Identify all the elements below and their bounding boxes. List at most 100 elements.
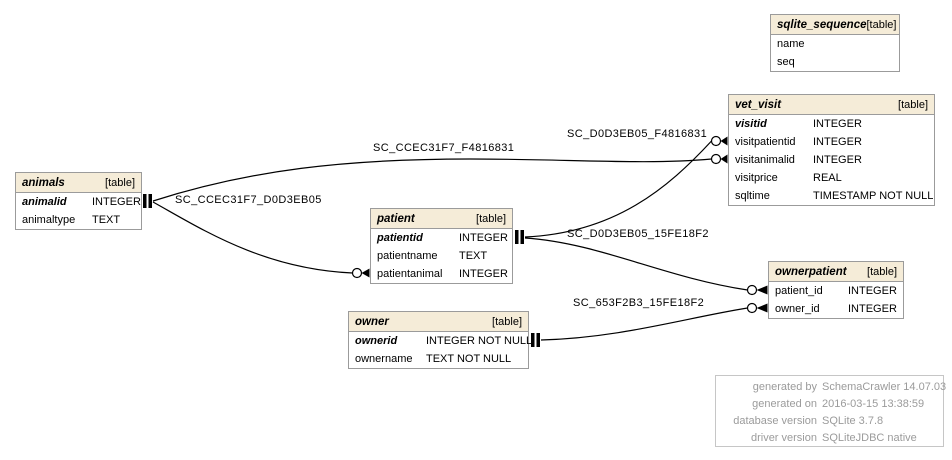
fk-edge-owner-ownerpatient: SC_653F2B3_15FE18F2 [540,297,768,341]
many-end-arrow-icon [361,268,370,278]
table-header: animals [table] [16,173,141,193]
info-value: SQLite 3.7.8 [822,414,884,427]
column-type: INTEGER [459,268,508,280]
many-end-arrow-icon [720,154,728,164]
table-title: sqlite_sequence [777,18,867,31]
info-value: SchemaCrawler 14.07.03 [822,380,947,393]
info-row: generated on 2016-03-15 13:38:59 [716,395,943,412]
many-end-circle [710,153,722,165]
table-header: patient [table] [371,209,512,229]
table-title: ownerpatient [775,265,847,278]
table-header: sqlite_sequence [table] [771,15,899,35]
many-end-arrow-icon [720,136,728,146]
column-type: INTEGER [848,303,897,315]
column-row: owner_id INTEGER [769,300,903,318]
column-type: INTEGER [813,136,862,148]
table-header: ownerpatient [table] [769,262,903,282]
column-type: REAL [813,172,842,184]
info-row: driver version SQLiteJDBC native [716,429,943,446]
table-patient: patient [table] patientid INTEGER patien… [370,208,513,284]
table-type-badge: [table] [476,212,506,225]
table-title: patient [377,212,415,225]
table-header: owner [table] [349,312,528,332]
column-row: visitid INTEGER [729,115,934,133]
table-header: vet_visit [table] [729,95,934,115]
column-name: visitprice [735,172,778,184]
table-title: vet_visit [735,98,782,111]
table-type-badge: [table] [898,98,928,111]
column-row: ownername TEXT NOT NULL [349,350,528,368]
info-label: generated by [752,380,817,393]
column-type: INTEGER NOT NULL [426,335,533,347]
column-row: patientanimal INTEGER [371,265,512,283]
column-row: animaltype TEXT [16,211,141,229]
many-end-circle [746,302,758,314]
column-row: patientname TEXT [371,247,512,265]
table-animals: animals [table] animalid INTEGER animalt… [15,172,142,230]
column-row: seq [771,53,899,71]
column-name: visitpatientid [735,136,796,148]
edge-label: SC_D0D3EB05_15FE18F2 [567,228,709,240]
one-end-connector-owner [531,333,540,347]
column-name: animalid [22,196,67,208]
info-label: generated on [752,397,817,410]
column-row: patientid INTEGER [371,229,512,247]
info-value: SQLiteJDBC native [822,431,917,444]
column-type: INTEGER [459,232,508,244]
info-value: 2016-03-15 13:38:59 [822,397,925,410]
edge-label: SC_D0D3EB05_F4816831 [567,128,707,140]
fk-edge-patient-vet_visit: SC_D0D3EB05_F4816831 [524,128,728,238]
edge-label: SC_CCEC31F7_F4816831 [373,142,514,154]
table-type-badge: [table] [866,18,897,31]
fk-edge-patient-ownerpatient: SC_D0D3EB05_15FE18F2 [524,228,768,296]
many-end-circle [351,267,363,279]
one-end-connector-animals [143,194,152,208]
column-row: visitanimalid INTEGER [729,151,934,169]
info-label: driver version [750,431,817,444]
column-row: visitpatientid INTEGER [729,133,934,151]
info-row: database version SQLite 3.7.8 [716,412,943,429]
edge-label: SC_CCEC31F7_D0D3EB05 [175,194,322,206]
column-name: sqltime [735,190,770,202]
table-sqlite_sequence: sqlite_sequence [table] name seq [770,14,900,72]
column-row: animalid INTEGER [16,193,141,211]
column-type: INTEGER [813,118,862,130]
one-end-connector-patient [515,230,524,244]
fk-edge-animals-patient: SC_CCEC31F7_D0D3EB05 [152,194,370,279]
column-row: sqltime TIMESTAMP NOT NULL [729,187,934,205]
column-name: visitid [735,118,767,130]
fk-edge-animals-vet_visit: SC_CCEC31F7_F4816831 [152,142,728,202]
column-name: patient_id [775,285,823,297]
column-type: TEXT [459,250,488,262]
table-title: animals [22,176,65,189]
column-row: patient_id INTEGER [769,282,903,300]
column-name: visitanimalid [735,154,795,166]
generation-info-box: generated by SchemaCrawler 14.07.03 gene… [715,375,947,447]
table-ownerpatient: ownerpatient [table] patient_id INTEGER … [768,261,904,319]
table-vet_visit: vet_visit [table] visitid INTEGER visitp… [728,94,935,206]
column-type: INTEGER [848,285,897,297]
column-name: name [777,38,805,50]
table-type-badge: [table] [105,176,135,189]
table-type-badge: [table] [492,315,522,328]
column-type: TEXT NOT NULL [426,353,512,365]
info-label: database version [733,414,817,427]
column-name: seq [777,56,795,68]
column-name: animaltype [22,214,76,226]
column-name: patientname [377,250,438,262]
many-end-arrow-icon [756,285,768,295]
column-type: TIMESTAMP NOT NULL [813,190,934,202]
table-type-badge: [table] [867,265,897,278]
table-owner: owner [table] ownerid INTEGER NOT NULL o… [348,311,533,369]
many-end-circle [710,135,722,147]
column-name: ownername [355,353,413,365]
column-row: visitprice REAL [729,169,934,187]
many-end-arrow-icon [756,303,768,313]
info-row: generated by SchemaCrawler 14.07.03 [716,378,947,395]
many-end-circle [746,284,758,296]
column-name: patientanimal [377,268,443,280]
edge-label: SC_653F2B3_15FE18F2 [573,297,704,309]
column-type: INTEGER [813,154,862,166]
